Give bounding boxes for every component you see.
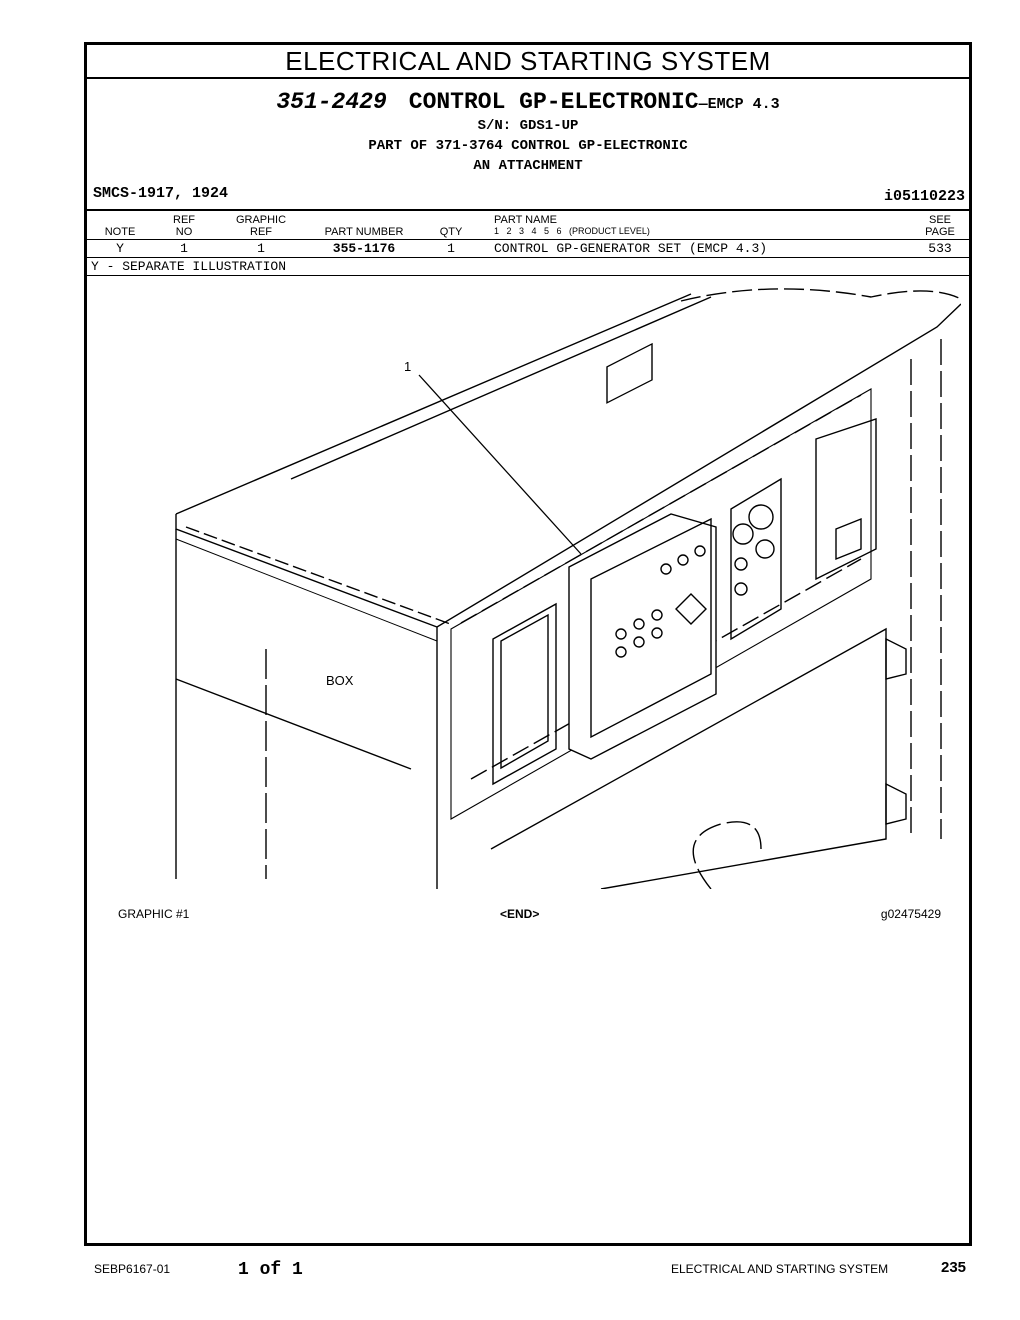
col-graphic-ref-2: REF [250, 226, 272, 238]
part-of-line: PART OF 371-3764 CONTROL GP-ELECTRONIC [368, 138, 688, 154]
col-ref-no-2: NO [175, 226, 193, 238]
col-graphic-ref-1: GRAPHIC [235, 214, 287, 226]
col-note: NOTE [104, 226, 136, 238]
footer-section: ELECTRICAL AND STARTING SYSTEM [671, 1262, 889, 1276]
col-ref-no-1: REF [173, 214, 195, 226]
graphic-caption-right: g02475429 [880, 907, 941, 921]
attachment-line: AN ATTACHMENT [473, 158, 583, 174]
illustration-id: i05110223 [883, 188, 965, 205]
table-top-rule [87, 209, 969, 211]
control-box-illustration: 1 BOX [175, 288, 961, 889]
box-label: BOX [326, 673, 354, 688]
section-header: ELECTRICAL AND STARTING SYSTEM [87, 45, 969, 79]
row-part-number: 355-1176 [332, 241, 396, 256]
serial-line: S/N: GDS1-UP [477, 118, 579, 134]
graphic-caption-left: GRAPHIC #1 [118, 907, 190, 921]
row-note: Y [116, 241, 124, 256]
col-see-page-1: SEE [928, 214, 951, 226]
col-product-levels: 1 2 3 4 5 6 (PRODUCT LEVEL) [494, 226, 650, 236]
row-graphic-ref: 1 [257, 241, 265, 256]
callout-1: 1 [404, 359, 411, 374]
table-bottom-rule [87, 275, 969, 276]
title-part-name: CONTROL GP-ELECTRONIC [408, 89, 699, 115]
title-suffix: —EMCP 4.3 [698, 96, 780, 113]
smcs-codes: SMCS-1917, 1924 [93, 185, 229, 202]
part-title: 351-2429 CONTROL GP-ELECTRONIC—EMCP 4.3 [87, 89, 969, 115]
col-part-number: PART NUMBER [324, 226, 404, 238]
col-see-page-2: PAGE [925, 226, 955, 238]
table-header-rule [87, 239, 969, 240]
col-part-name: PART NAME [494, 214, 557, 226]
table-row-rule [87, 257, 969, 258]
footer-doc-id: SEBP6167-01 [94, 1262, 171, 1276]
row-part-name: CONTROL GP-GENERATOR SET (EMCP 4.3) [494, 241, 768, 256]
footer-page-number: 235 [941, 1259, 967, 1276]
footer-page-of: 1 of 1 [238, 1260, 303, 1280]
row-qty: 1 [447, 241, 455, 256]
row-see-page: 533 [928, 241, 952, 256]
col-qty: QTY [439, 226, 463, 238]
graphic-caption-center: <END> [500, 907, 540, 921]
title-part-number: 351-2429 [276, 89, 387, 115]
row-ref-no: 1 [180, 241, 188, 256]
table-footnote: Y - SEPARATE ILLUSTRATION [91, 259, 287, 274]
